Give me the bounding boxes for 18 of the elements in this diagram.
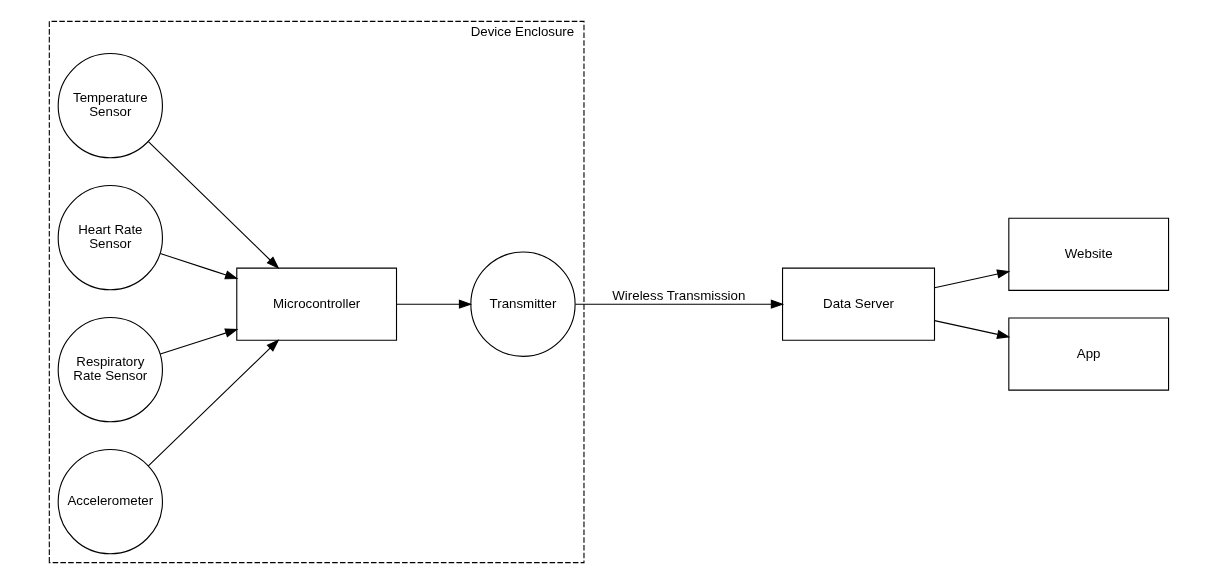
node-box: Microcontroller xyxy=(235,267,397,341)
arrow xyxy=(933,320,1010,339)
arrow xyxy=(147,141,279,269)
arrow xyxy=(574,299,784,309)
node-box: App xyxy=(1007,317,1169,391)
arrow xyxy=(395,299,472,309)
node-circle: Heart Rate Sensor xyxy=(57,184,163,291)
node-box: Website xyxy=(1007,217,1169,291)
arrow xyxy=(159,328,238,355)
node-circle: Respiratory Rate Sensor xyxy=(57,316,163,423)
arrow xyxy=(159,253,238,280)
arrow xyxy=(933,269,1010,289)
node-circle: Transmitter xyxy=(469,251,576,357)
node-circle: Accelerometer xyxy=(57,448,163,555)
node-box: Data Server xyxy=(781,267,935,341)
arrow xyxy=(147,339,279,467)
edge-label: Wireless Transmission xyxy=(611,288,745,304)
node-circle: Temperature Sensor xyxy=(57,52,163,159)
